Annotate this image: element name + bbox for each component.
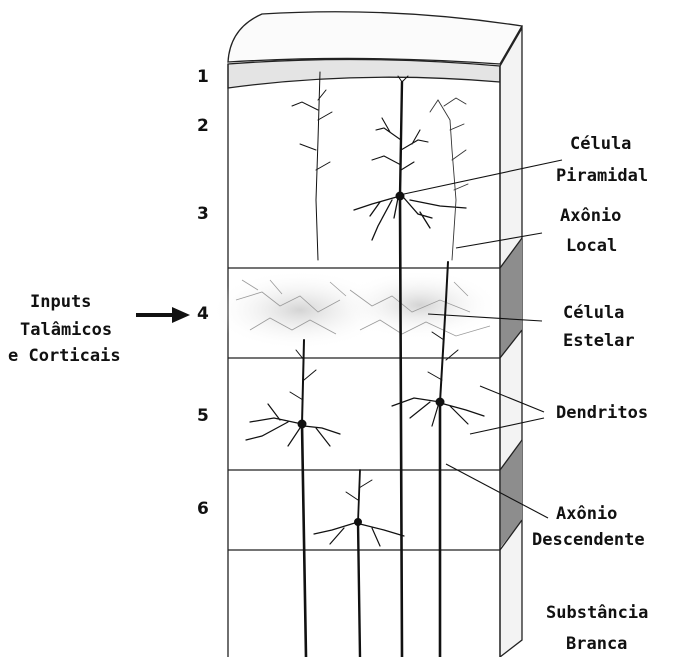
label-substancia-branca-1: Substância xyxy=(546,603,648,623)
pyramidal-cell-3 xyxy=(354,76,466,657)
pyramidal-cell-5-left xyxy=(246,340,340,657)
label-celula-estelar-2: Estelar xyxy=(563,331,635,351)
label-celula-piramidal-2: Piramidal xyxy=(556,166,648,186)
label-celula-estelar-1: Célula xyxy=(563,303,624,323)
label-inputs-3: e Corticais xyxy=(8,346,121,366)
label-inputs-2: Talâmicos xyxy=(20,320,112,340)
layer-number-6: 6 xyxy=(197,499,209,519)
label-axonio-local-1: Axônio xyxy=(560,206,621,226)
label-celula-piramidal-1: Célula xyxy=(570,134,631,154)
inputs-label: Inputs Talâmicos e Corticais xyxy=(8,292,121,366)
label-axonio-descendente-1: Axônio xyxy=(556,504,617,524)
block-top-surface xyxy=(228,12,522,64)
label-axonio-descendente-2: Descendente xyxy=(532,530,645,550)
leader-piramidal xyxy=(404,160,562,194)
input-arrow-icon xyxy=(136,307,190,323)
label-axonio-local-2: Local xyxy=(566,236,617,256)
layer-number-3: 3 xyxy=(197,204,209,224)
layer-number-4: 4 xyxy=(197,304,209,324)
leader-axonio-local xyxy=(456,233,542,248)
pyramidal-cell-6 xyxy=(314,470,404,657)
neurons xyxy=(246,72,484,657)
layer2-neuron xyxy=(292,72,332,260)
label-inputs-1: Inputs xyxy=(30,292,91,312)
label-substancia-branca-2: Branca xyxy=(566,634,627,654)
layer4-texture xyxy=(210,270,500,350)
layer-numbers: 1 2 3 4 5 6 xyxy=(197,67,209,519)
layer3-faint-cell xyxy=(430,98,468,260)
label-dendritos: Dendritos xyxy=(556,403,648,423)
layer1-band xyxy=(228,59,500,88)
leader-axonio-descendente xyxy=(446,464,548,518)
layer-number-5: 5 xyxy=(197,406,209,426)
right-labels: Célula Piramidal Axônio Local Célula Est… xyxy=(532,134,648,654)
layer-number-2: 2 xyxy=(197,116,209,136)
layer-number-1: 1 xyxy=(197,67,209,87)
